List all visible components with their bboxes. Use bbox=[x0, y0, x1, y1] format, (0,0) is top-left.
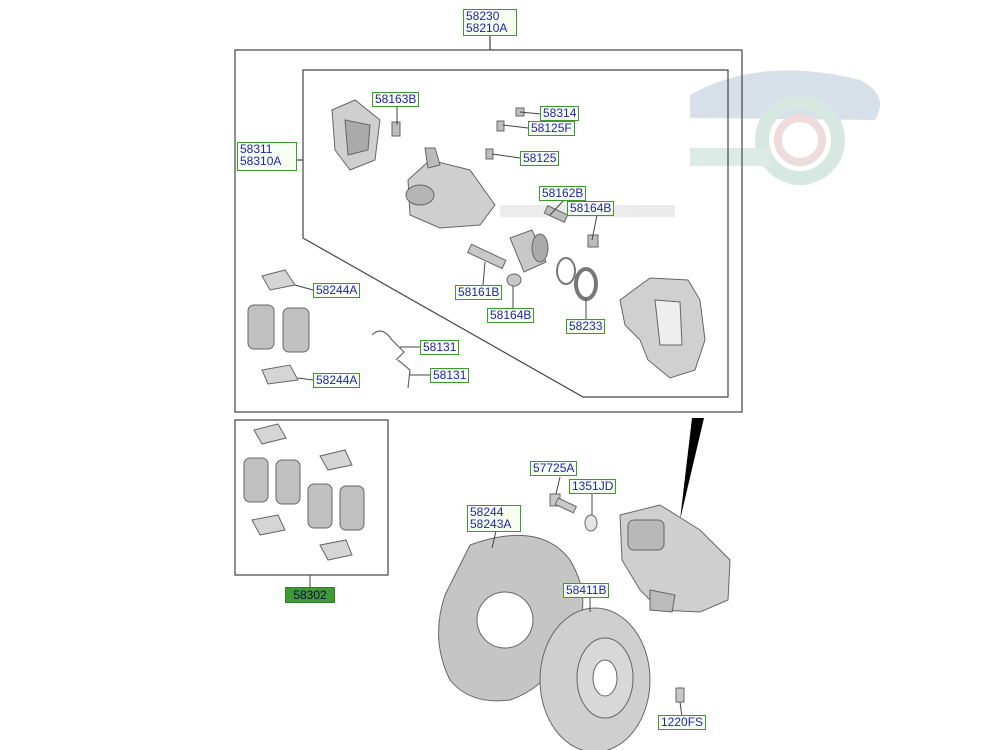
label-1220FS[interactable]: 1220FS bbox=[658, 715, 707, 730]
label-58230-58210A[interactable]: 58230 58210A bbox=[463, 9, 517, 36]
label-58161B[interactable]: 58161B bbox=[455, 285, 503, 300]
label-58131-b[interactable]: 58131 bbox=[430, 368, 470, 383]
label-58244A-bottom[interactable]: 58244A bbox=[313, 373, 361, 388]
pointer-arrow bbox=[680, 418, 704, 520]
label-58244[interactable]: 58244 bbox=[470, 505, 504, 519]
label-58233[interactable]: 58233 bbox=[566, 319, 606, 334]
label-58411B[interactable]: 58411B bbox=[563, 583, 610, 598]
label-58311[interactable]: 58311 bbox=[240, 142, 273, 156]
brake-pads-top bbox=[247, 269, 310, 385]
label-58230[interactable]: 58230 bbox=[466, 9, 500, 23]
caliper-bracket-part bbox=[619, 277, 706, 379]
caliper-housing-part bbox=[331, 99, 496, 229]
leader-lines bbox=[294, 104, 683, 718]
label-58302[interactable]: 58302 bbox=[285, 587, 335, 603]
label-57725A[interactable]: 57725A bbox=[530, 461, 578, 476]
caliper-bolt-part bbox=[549, 493, 598, 532]
guide-pin-part bbox=[467, 229, 549, 287]
label-58164B[interactable]: 58164B bbox=[487, 308, 535, 323]
label-58243A[interactable]: 58243A bbox=[470, 517, 512, 531]
label-58125[interactable]: 58125 bbox=[520, 151, 560, 166]
label-58310A[interactable]: 58310A bbox=[240, 154, 282, 168]
label-58244A-top[interactable]: 58244A bbox=[313, 283, 361, 298]
label-58163B[interactable]: 58163B bbox=[372, 92, 420, 107]
label-58210A[interactable]: 58210A bbox=[466, 21, 508, 35]
label-58125F[interactable]: 58125F bbox=[528, 121, 575, 136]
brake-rotor-part bbox=[539, 607, 651, 750]
label-1351JD[interactable]: 1351JD bbox=[569, 479, 617, 494]
label-58164B-top[interactable]: 58164B bbox=[567, 201, 615, 216]
label-58162B[interactable]: 58162B bbox=[539, 186, 587, 201]
label-58244-58243A[interactable]: 58244 58243A bbox=[467, 505, 521, 532]
seal-rings bbox=[556, 257, 598, 301]
rotor-screw-part bbox=[675, 687, 685, 703]
caliper-assembly-part bbox=[619, 504, 731, 613]
label-58131-a[interactable]: 58131 bbox=[420, 340, 460, 355]
pad-kit-frame bbox=[234, 419, 389, 588]
label-58311-58310A[interactable]: 58311 58310A bbox=[237, 142, 297, 171]
anti-rattle-springs bbox=[371, 330, 411, 389]
label-58314[interactable]: 58314 bbox=[540, 106, 580, 121]
caliper-assembly-frame bbox=[234, 36, 743, 413]
